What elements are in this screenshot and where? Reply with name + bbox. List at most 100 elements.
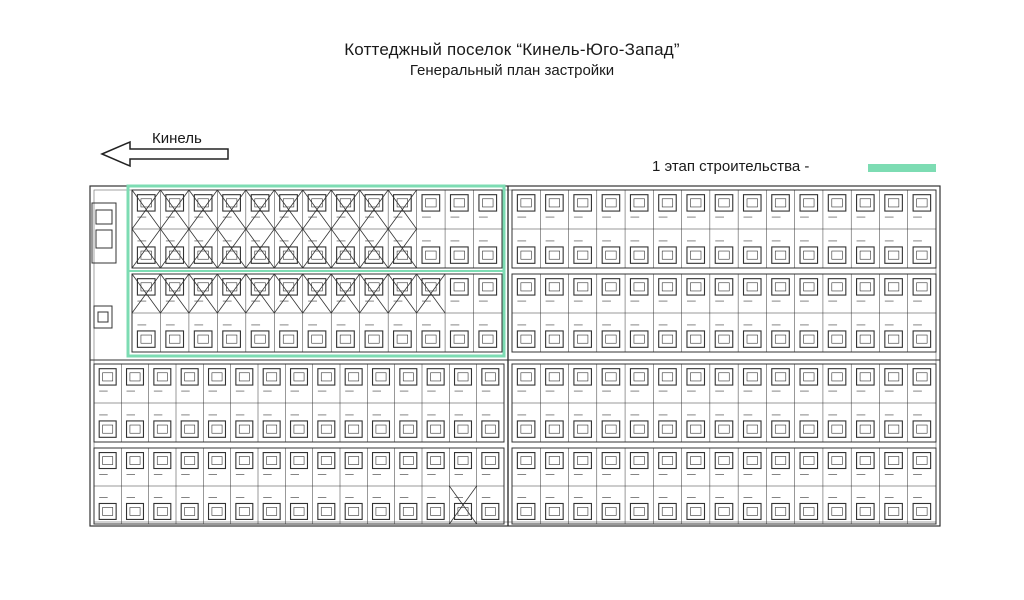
lot [709,486,734,524]
lot [93,486,117,524]
block-c [93,363,505,443]
lot [907,274,932,313]
lot [359,189,389,230]
legend-swatch [868,164,936,172]
lot [568,403,592,442]
lot [794,274,819,313]
lot [907,364,932,403]
lot [794,364,819,403]
lot [540,486,564,524]
lot [203,448,227,486]
block-a [131,189,503,269]
lot [596,364,621,403]
lot [217,313,241,352]
lot [359,273,389,314]
lot [273,189,304,230]
lot [822,229,847,268]
lot [794,313,819,352]
lot [416,190,441,229]
lot [737,403,762,442]
lot [540,448,564,486]
lot [230,403,254,442]
lot [160,228,190,269]
lot [596,448,621,486]
lot [850,403,875,442]
lot [907,403,932,442]
lot [93,364,117,403]
lot [624,486,649,524]
lot [93,403,117,442]
lot [766,274,790,313]
lot [421,448,445,486]
lot [339,448,363,486]
lot [766,364,790,403]
lot [131,313,156,352]
lot [568,274,592,313]
lot [624,448,649,486]
direction-label: Кинель [152,130,202,147]
lot [449,403,473,442]
lot [421,364,445,403]
block-d [93,447,505,525]
lot [568,364,592,403]
lot [148,403,172,442]
lot [416,313,441,352]
site-plan [89,184,941,527]
lot [568,486,592,524]
lot [709,190,734,229]
lot [449,485,477,525]
lot [568,190,592,229]
lot [596,229,621,268]
lot [121,364,145,403]
lot [203,403,227,442]
lot [473,274,498,313]
lot [822,313,847,352]
lot [511,229,536,268]
block-g [511,363,937,443]
lot [822,274,847,313]
lot [188,228,218,269]
lot [653,403,677,442]
lot [766,229,790,268]
lot [121,486,145,524]
lot [160,189,190,230]
lot [473,313,498,352]
lot [709,403,734,442]
lot [230,448,254,486]
lot [257,403,281,442]
lot [203,486,227,524]
lot [367,364,391,403]
lot [653,313,677,352]
lot [624,403,649,442]
lot [511,403,536,442]
lot [850,190,875,229]
lot [367,448,391,486]
lot [624,229,649,268]
lot [217,189,247,230]
lot [188,313,213,352]
lot [737,190,762,229]
lot [879,448,903,486]
lot [160,313,185,352]
lot [387,273,417,314]
lot [879,274,903,313]
site-boundary [89,185,941,527]
lot [339,486,363,524]
lot [822,403,847,442]
lot [444,190,469,229]
lot [367,486,391,524]
block-b [131,273,503,353]
lot [624,190,649,229]
lot [160,273,190,314]
lot [596,486,621,524]
lot [188,273,218,314]
lot [766,448,790,486]
lot [907,229,932,268]
page-subtitle: Генеральный план застройки [409,62,615,79]
lot [217,273,247,314]
lot [794,403,819,442]
lot [473,190,498,229]
lot [794,229,819,268]
lot [511,448,536,486]
lot [907,448,932,486]
